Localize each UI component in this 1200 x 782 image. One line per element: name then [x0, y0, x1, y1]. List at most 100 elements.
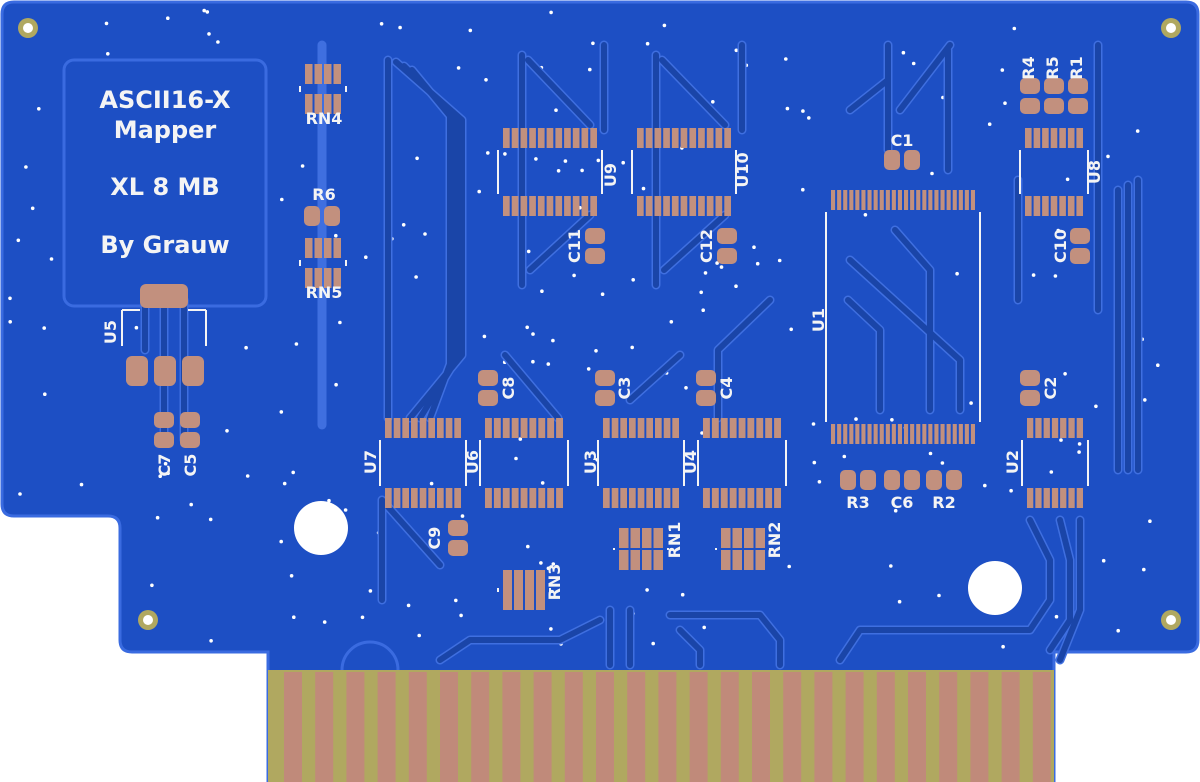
- via: [24, 165, 28, 169]
- res-r2: [926, 470, 962, 490]
- via: [379, 22, 384, 26]
- via: [158, 474, 162, 479]
- via: [189, 502, 193, 507]
- rn-rn5: [299, 238, 347, 288]
- via: [322, 620, 327, 624]
- via: [334, 382, 338, 387]
- via: [700, 431, 704, 435]
- via: [526, 249, 531, 254]
- via: [49, 257, 54, 261]
- label-u10: U10: [733, 152, 752, 187]
- label-u5: U5: [101, 320, 120, 344]
- via: [503, 152, 507, 156]
- via: [1001, 644, 1005, 649]
- via: [343, 508, 348, 512]
- via: [901, 50, 906, 55]
- edge-connector: [268, 670, 1054, 782]
- via: [225, 429, 229, 433]
- ic-u6: [479, 418, 569, 508]
- label-u8: U8: [1085, 160, 1104, 184]
- title-line-4: By Grauw: [100, 231, 229, 259]
- via: [600, 292, 605, 297]
- via: [460, 514, 465, 518]
- edge-finger: [596, 672, 614, 782]
- via: [785, 106, 790, 111]
- via: [415, 156, 419, 161]
- via: [580, 168, 584, 173]
- via: [282, 481, 287, 486]
- rn-rn2: [715, 528, 771, 570]
- edge-finger: [627, 672, 646, 782]
- ic-u2: [1021, 418, 1089, 508]
- via: [812, 460, 817, 465]
- via: [134, 325, 139, 330]
- cap-c2: [1020, 370, 1040, 406]
- via: [1070, 75, 1075, 79]
- via: [18, 492, 22, 496]
- via: [150, 583, 154, 588]
- via: [1094, 404, 1098, 409]
- via: [1031, 273, 1036, 277]
- via: [166, 471, 170, 476]
- edge-finger: [908, 672, 926, 782]
- label-c11: C11: [565, 229, 584, 263]
- via: [734, 284, 738, 289]
- edge-finger: [564, 672, 583, 782]
- via: [591, 41, 595, 46]
- via: [789, 327, 793, 332]
- via: [531, 359, 535, 364]
- via: [539, 561, 543, 565]
- cap-c3: [595, 370, 615, 406]
- via: [518, 437, 523, 441]
- via: [208, 517, 213, 522]
- via: [940, 461, 945, 465]
- cap-c5: [180, 412, 200, 448]
- via: [482, 334, 487, 339]
- edge-finger: [752, 672, 770, 782]
- via: [1054, 614, 1059, 619]
- integrated-circuits: [154, 64, 1090, 610]
- via: [205, 10, 210, 14]
- via: [1009, 488, 1013, 493]
- via: [406, 603, 411, 608]
- via: [703, 271, 708, 275]
- cap-c12: [717, 228, 737, 264]
- label-c2: C2: [1041, 377, 1060, 400]
- via: [291, 470, 296, 475]
- ic-u8: [1019, 128, 1089, 216]
- via: [514, 456, 518, 461]
- via: [294, 342, 299, 346]
- via: [854, 417, 858, 421]
- label-u9: U9: [601, 163, 620, 187]
- ic-u1: [825, 190, 981, 444]
- via: [701, 308, 705, 313]
- via: [163, 461, 168, 466]
- via: [596, 158, 601, 163]
- edge-finger: [845, 672, 864, 782]
- label-u2: U2: [1003, 450, 1022, 474]
- via: [292, 615, 296, 619]
- via: [155, 515, 160, 520]
- label-u1: U1: [809, 308, 828, 332]
- via: [817, 480, 822, 484]
- via: [1000, 68, 1005, 72]
- via: [534, 157, 538, 161]
- via: [244, 345, 248, 350]
- via: [734, 48, 739, 53]
- via: [983, 483, 987, 488]
- via: [525, 325, 529, 330]
- via: [807, 116, 811, 120]
- edge-finger: [814, 672, 833, 782]
- via: [742, 166, 747, 171]
- via: [338, 320, 342, 325]
- via: [401, 223, 406, 227]
- via: [300, 164, 305, 168]
- via: [429, 481, 434, 486]
- title-block: ASCII16-X Mapper XL 8 MB By Grauw: [62, 58, 268, 308]
- label-r2: R2: [932, 493, 955, 512]
- cap-c7: [154, 412, 174, 448]
- via: [715, 261, 719, 265]
- label-r1: R1: [1067, 56, 1086, 79]
- label-rn2: RN2: [765, 522, 784, 559]
- edge-finger: [315, 672, 334, 782]
